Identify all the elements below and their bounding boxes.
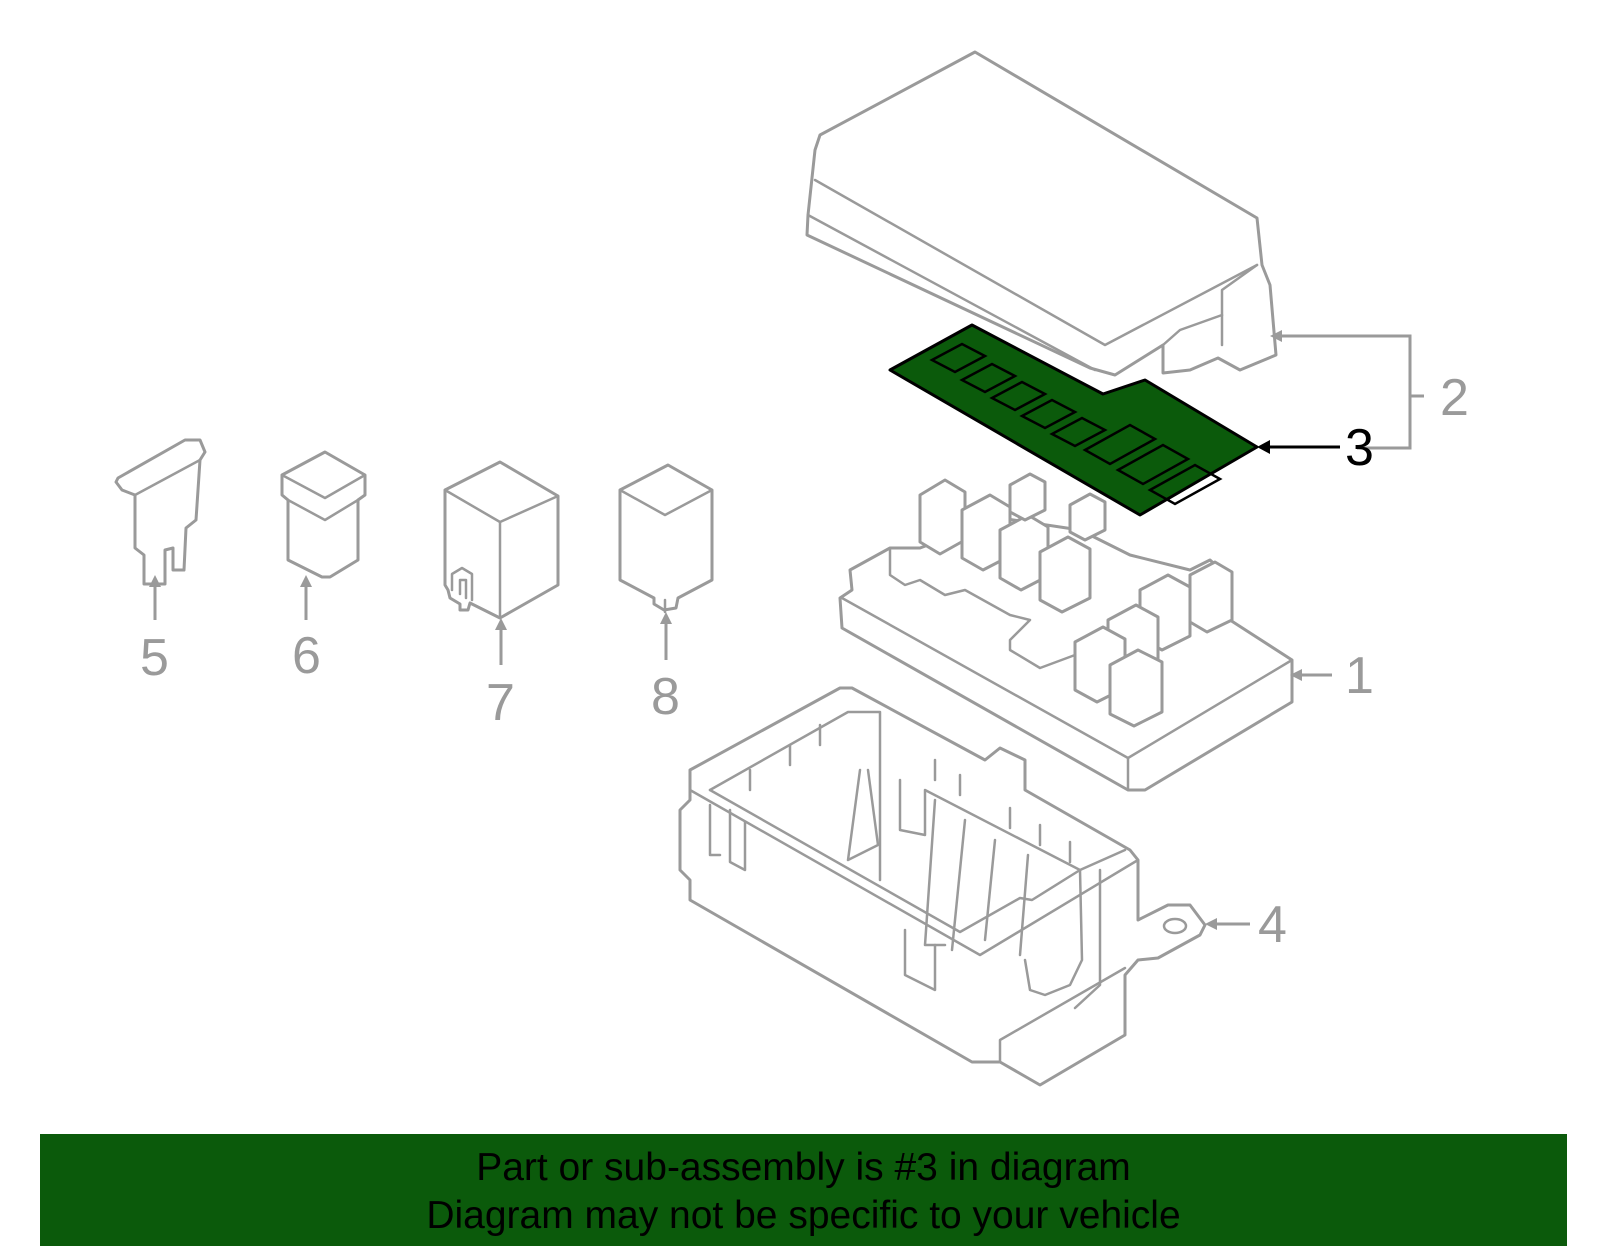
callout-5: 5 bbox=[140, 629, 169, 687]
part-6-cartridge-fuse[interactable] bbox=[280, 450, 367, 579]
callout-8: 8 bbox=[651, 668, 680, 726]
callout-2: 2 bbox=[1440, 369, 1469, 427]
leader-lines bbox=[149, 330, 1424, 930]
info-banner: Part or sub-assembly is #3 in diagram Di… bbox=[40, 1134, 1567, 1246]
callout-1: 1 bbox=[1345, 647, 1374, 705]
callout-3: 3 bbox=[1345, 419, 1374, 477]
callout-7: 7 bbox=[486, 674, 515, 732]
part-7-relay[interactable] bbox=[443, 460, 560, 620]
part-2-cover[interactable] bbox=[805, 50, 1278, 377]
part-3-label[interactable] bbox=[888, 323, 1259, 517]
banner-line-1: Part or sub-assembly is #3 in diagram bbox=[476, 1146, 1131, 1189]
callout-6: 6 bbox=[292, 627, 321, 685]
part-5-blade-fuse[interactable] bbox=[114, 438, 207, 586]
banner-line-2: Diagram may not be specific to your vehi… bbox=[426, 1194, 1181, 1237]
callout-4: 4 bbox=[1258, 896, 1287, 954]
part-1-relay-block[interactable] bbox=[838, 472, 1294, 792]
part-8-relay[interactable] bbox=[618, 463, 714, 614]
part-4-housing[interactable] bbox=[678, 686, 1207, 1087]
